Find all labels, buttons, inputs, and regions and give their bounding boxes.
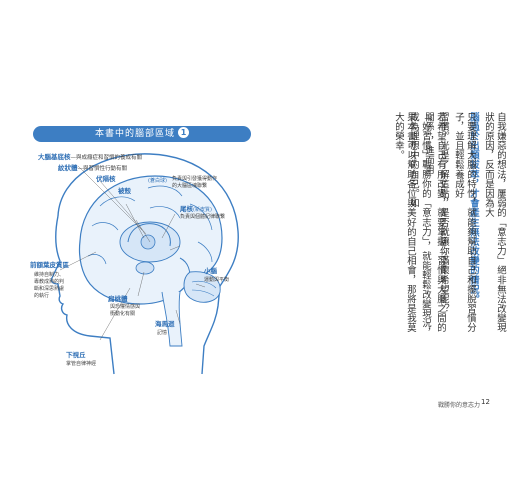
- cerebellum-title: 小腦: [204, 267, 217, 275]
- label-hippocampus: 海馬迴: [155, 321, 175, 329]
- text-column: 若希望自己有所改變，就要掌握「習慣與大腦之間的關係」，進而用: [423, 112, 446, 333]
- text-column: 「好習慣」戰勝你的「意志力」，就能輕鬆改變現況，成為理想中的自己。如: [408, 112, 431, 338]
- amygdala-title: 扁桃體: [108, 295, 128, 303]
- label-cerebellum: 小腦: [204, 268, 217, 276]
- basal-ganglia-title: 大腦基底核: [38, 153, 71, 161]
- caudate-title: 被殼: [118, 187, 131, 195]
- striatum-title: 紋狀體: [58, 164, 78, 172]
- figure-title: 本書中的腦部區域: [94, 129, 175, 139]
- basal-ganglia-desc: 與成癮症和習慣的養成有關: [76, 155, 143, 161]
- page-number: 12: [481, 398, 490, 406]
- hippocampus-desc: 記憶: [157, 330, 168, 336]
- label-striatum: 紋狀體—與習慣性行動有關: [58, 164, 128, 173]
- prefrontal-desc: 維持自制力、專教成熟的判斷和深思熟慮的執行: [34, 272, 65, 299]
- hippocampus-title: 海馬迴: [155, 320, 175, 328]
- text-column-highlight: 腦過於出類拔萃，才會產生無法改變的情況。: [468, 112, 479, 304]
- cortex-bracket: (新皮質): [193, 207, 212, 213]
- brain-diagram: 大腦基底核—與成癮症和習慣的養成有關 紋狀體—與習慣性行動有關 伏隔核 被殼 (…: [30, 146, 270, 376]
- cortex-title: 尾核: [180, 205, 193, 213]
- label-hypothalamus: 下視丘: [66, 352, 86, 360]
- amygdala-desc: 與恐懼情感與衝動化有關: [110, 304, 141, 317]
- prefrontal-title: 前額葉皮質區: [30, 261, 69, 269]
- text-column: 只要理解大腦的特性，就能夠幫助自己和擺脫習慣分子，並且輕鬆養成好: [453, 112, 476, 333]
- pallidus-desc: 負責與引發獲得動作的大腦區塊聯繫: [172, 176, 218, 189]
- label-pallidus: (蒼白球): [148, 178, 167, 185]
- brain-illustration: [50, 153, 239, 375]
- hypothalamus-title: 下視丘: [66, 351, 86, 359]
- label-caudate: 被殼: [118, 188, 131, 196]
- label-amygdala: 扁桃體: [108, 296, 128, 304]
- text-column: 果本書可以幫助各位與美好的自己相會，那將是我莫大的榮幸。: [393, 112, 416, 333]
- label-prefrontal: 前額葉皮質區: [30, 262, 69, 270]
- running-title: 戰勝你的意志力: [438, 402, 481, 409]
- label-globus: 伏隔核: [96, 176, 116, 184]
- text-column: 習慣。光是了解這點，是否就讓你滿懷希望呢？: [438, 112, 449, 314]
- cerebellum-desc: 運動與平衡: [204, 277, 230, 283]
- striatum-desc: 與習慣性行動有關: [83, 166, 128, 172]
- label-caudate-nucleus: 尾核(新皮質): [180, 206, 212, 214]
- globus-title: 伏隔核: [96, 175, 116, 183]
- pallidus-bracket: (蒼白球): [148, 178, 167, 184]
- hypothalamus-desc: 掌管自律神經: [66, 361, 97, 367]
- text-column: 自我嫌惡的想法，屢弱的「意志力」絕非無法改變現狀的原因，反而是因為大: [483, 112, 506, 333]
- label-basal-ganglia: 大腦基底核—與成癮症和習慣的養成有關: [38, 153, 143, 162]
- cortex-desc: 負責與個體紀律聯繫: [180, 214, 226, 220]
- figure-number-badge: 1: [178, 127, 189, 138]
